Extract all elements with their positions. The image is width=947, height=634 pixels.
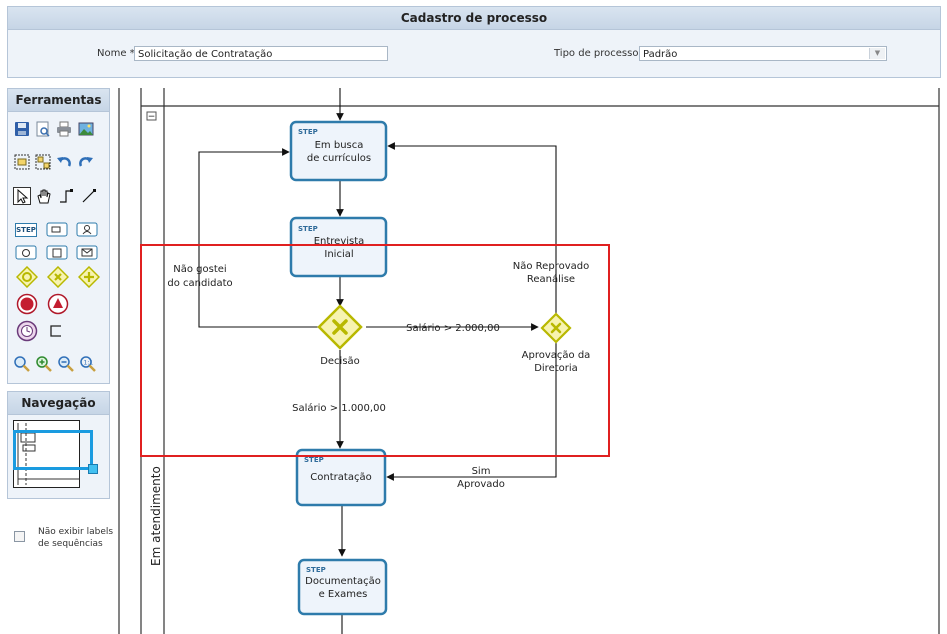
gateway-aprovacao[interactable]: Aprovação da Diretoria [522,312,591,374]
save-icon[interactable] [13,120,31,138]
chevron-down-icon[interactable]: ▼ [869,48,885,59]
preview-icon[interactable] [34,120,52,138]
image-icon[interactable] [77,120,95,138]
step-tag: STEP [298,128,318,136]
step-tag: STEP [298,225,318,233]
page-title: Cadastro de processo [8,7,940,30]
end-event-icon[interactable] [16,293,38,315]
flow-label-not-approved-1: Não Reprovado [513,261,589,272]
task-script-icon[interactable] [46,245,68,260]
step-label-line2: de currículos [307,152,371,164]
step-label-line2: Inicial [324,249,353,260]
select-group-icon[interactable] [13,153,31,171]
gateway-label-line1: Aprovação da [522,350,591,361]
timer-event-icon[interactable] [16,320,38,342]
hide-sequence-labels-checkbox[interactable] [14,531,25,542]
task-send-icon[interactable] [76,245,98,260]
navigation-panel-title: Navegação [8,392,109,415]
ungroup-icon[interactable] [34,153,52,171]
process-name-input[interactable]: Solicitação de Contratação [134,46,388,61]
step-label-line1: Contratação [310,472,371,483]
undo-icon[interactable] [55,153,73,171]
redo-icon[interactable] [77,153,95,171]
print-icon[interactable] [55,120,73,138]
process-type-select[interactable]: Padrão ▼ [639,46,887,61]
gateway-parallel-icon[interactable] [78,266,100,288]
error-event-icon[interactable] [47,293,69,315]
zoom-fit-icon[interactable] [13,355,31,373]
process-type-label: Tipo de processo *: [554,48,650,59]
gateway-label: Decisão [320,356,360,367]
flow-label-salary-low: Salário > 1.000,00 [292,402,386,414]
process-header-panel: Cadastro de processo Nome *: Solicitação… [7,6,941,78]
lane-collapse-symbol: − [148,112,156,122]
minimap-resize-handle[interactable] [88,464,98,474]
step-tool-button[interactable]: STEP [15,223,37,237]
flow-label-rejected-1: Não gostei [173,264,226,275]
hide-sequence-labels-label: Não exibir labels de sequências [38,526,113,550]
flow-rejected[interactable] [198,148,318,328]
hide-labels-line2: de sequências [38,539,103,549]
pointer-tool-icon[interactable] [13,187,31,205]
hide-labels-line1: Não exibir labels [38,527,114,537]
name-label: Nome *: [97,48,139,59]
selection-rectangle[interactable] [140,244,610,457]
tools-panel-title: Ferramentas [8,89,109,112]
lane-label: Em atendimento [149,466,163,566]
flow-approved[interactable] [386,343,557,481]
gateway-exclusive-icon[interactable] [47,266,69,288]
step-documentacao[interactable]: STEP Documentação e Exames [297,558,388,616]
flow-not-approved[interactable] [387,142,557,313]
step-label-line2: e Exames [319,589,368,600]
step-label-line1: Entrevista [314,236,365,247]
minimap-viewport[interactable] [13,430,93,470]
step-label-line1: Documentação [305,576,381,587]
step-tag: STEP [306,566,326,574]
lane-collapse-button[interactable] [146,111,157,121]
zoom-in-icon[interactable] [35,355,53,373]
zoom-actual-icon[interactable]: 1:1 [79,355,97,373]
task-manual-icon[interactable] [46,222,68,237]
flow-label-salary-high: Salário > 2.000,00 [406,322,500,334]
orthogonal-connector-icon[interactable] [57,187,75,205]
step-label-line1: Em busca [315,140,364,151]
svg-text:1:1: 1:1 [84,360,94,367]
annotation-icon[interactable] [47,323,69,339]
process-type-value: Padrão [643,49,678,60]
task-service-icon[interactable] [15,245,37,260]
zoom-out-icon[interactable] [57,355,75,373]
line-connector-icon[interactable] [80,187,98,205]
flow-label-approved-1: Sim [472,466,491,477]
step-em-busca[interactable]: STEP Em busca de currículos [289,120,388,182]
gateway-label-line2: Diretoria [534,363,578,374]
flow-label-rejected-2: do candidato [167,278,232,289]
task-user-icon[interactable] [76,222,98,237]
flow-label-approved-2: Aprovado [457,479,505,490]
step-tag: STEP [304,456,324,464]
hand-tool-icon[interactable] [35,187,53,205]
gateway-inclusive-icon[interactable] [16,266,38,288]
flow-label-not-approved-2: Reanálise [527,273,575,285]
step-entrevista[interactable]: STEP Entrevista Inicial [289,216,388,278]
gateway-decisao[interactable]: Decisão [317,304,363,367]
step-contratacao[interactable]: STEP Contratação [295,448,387,507]
